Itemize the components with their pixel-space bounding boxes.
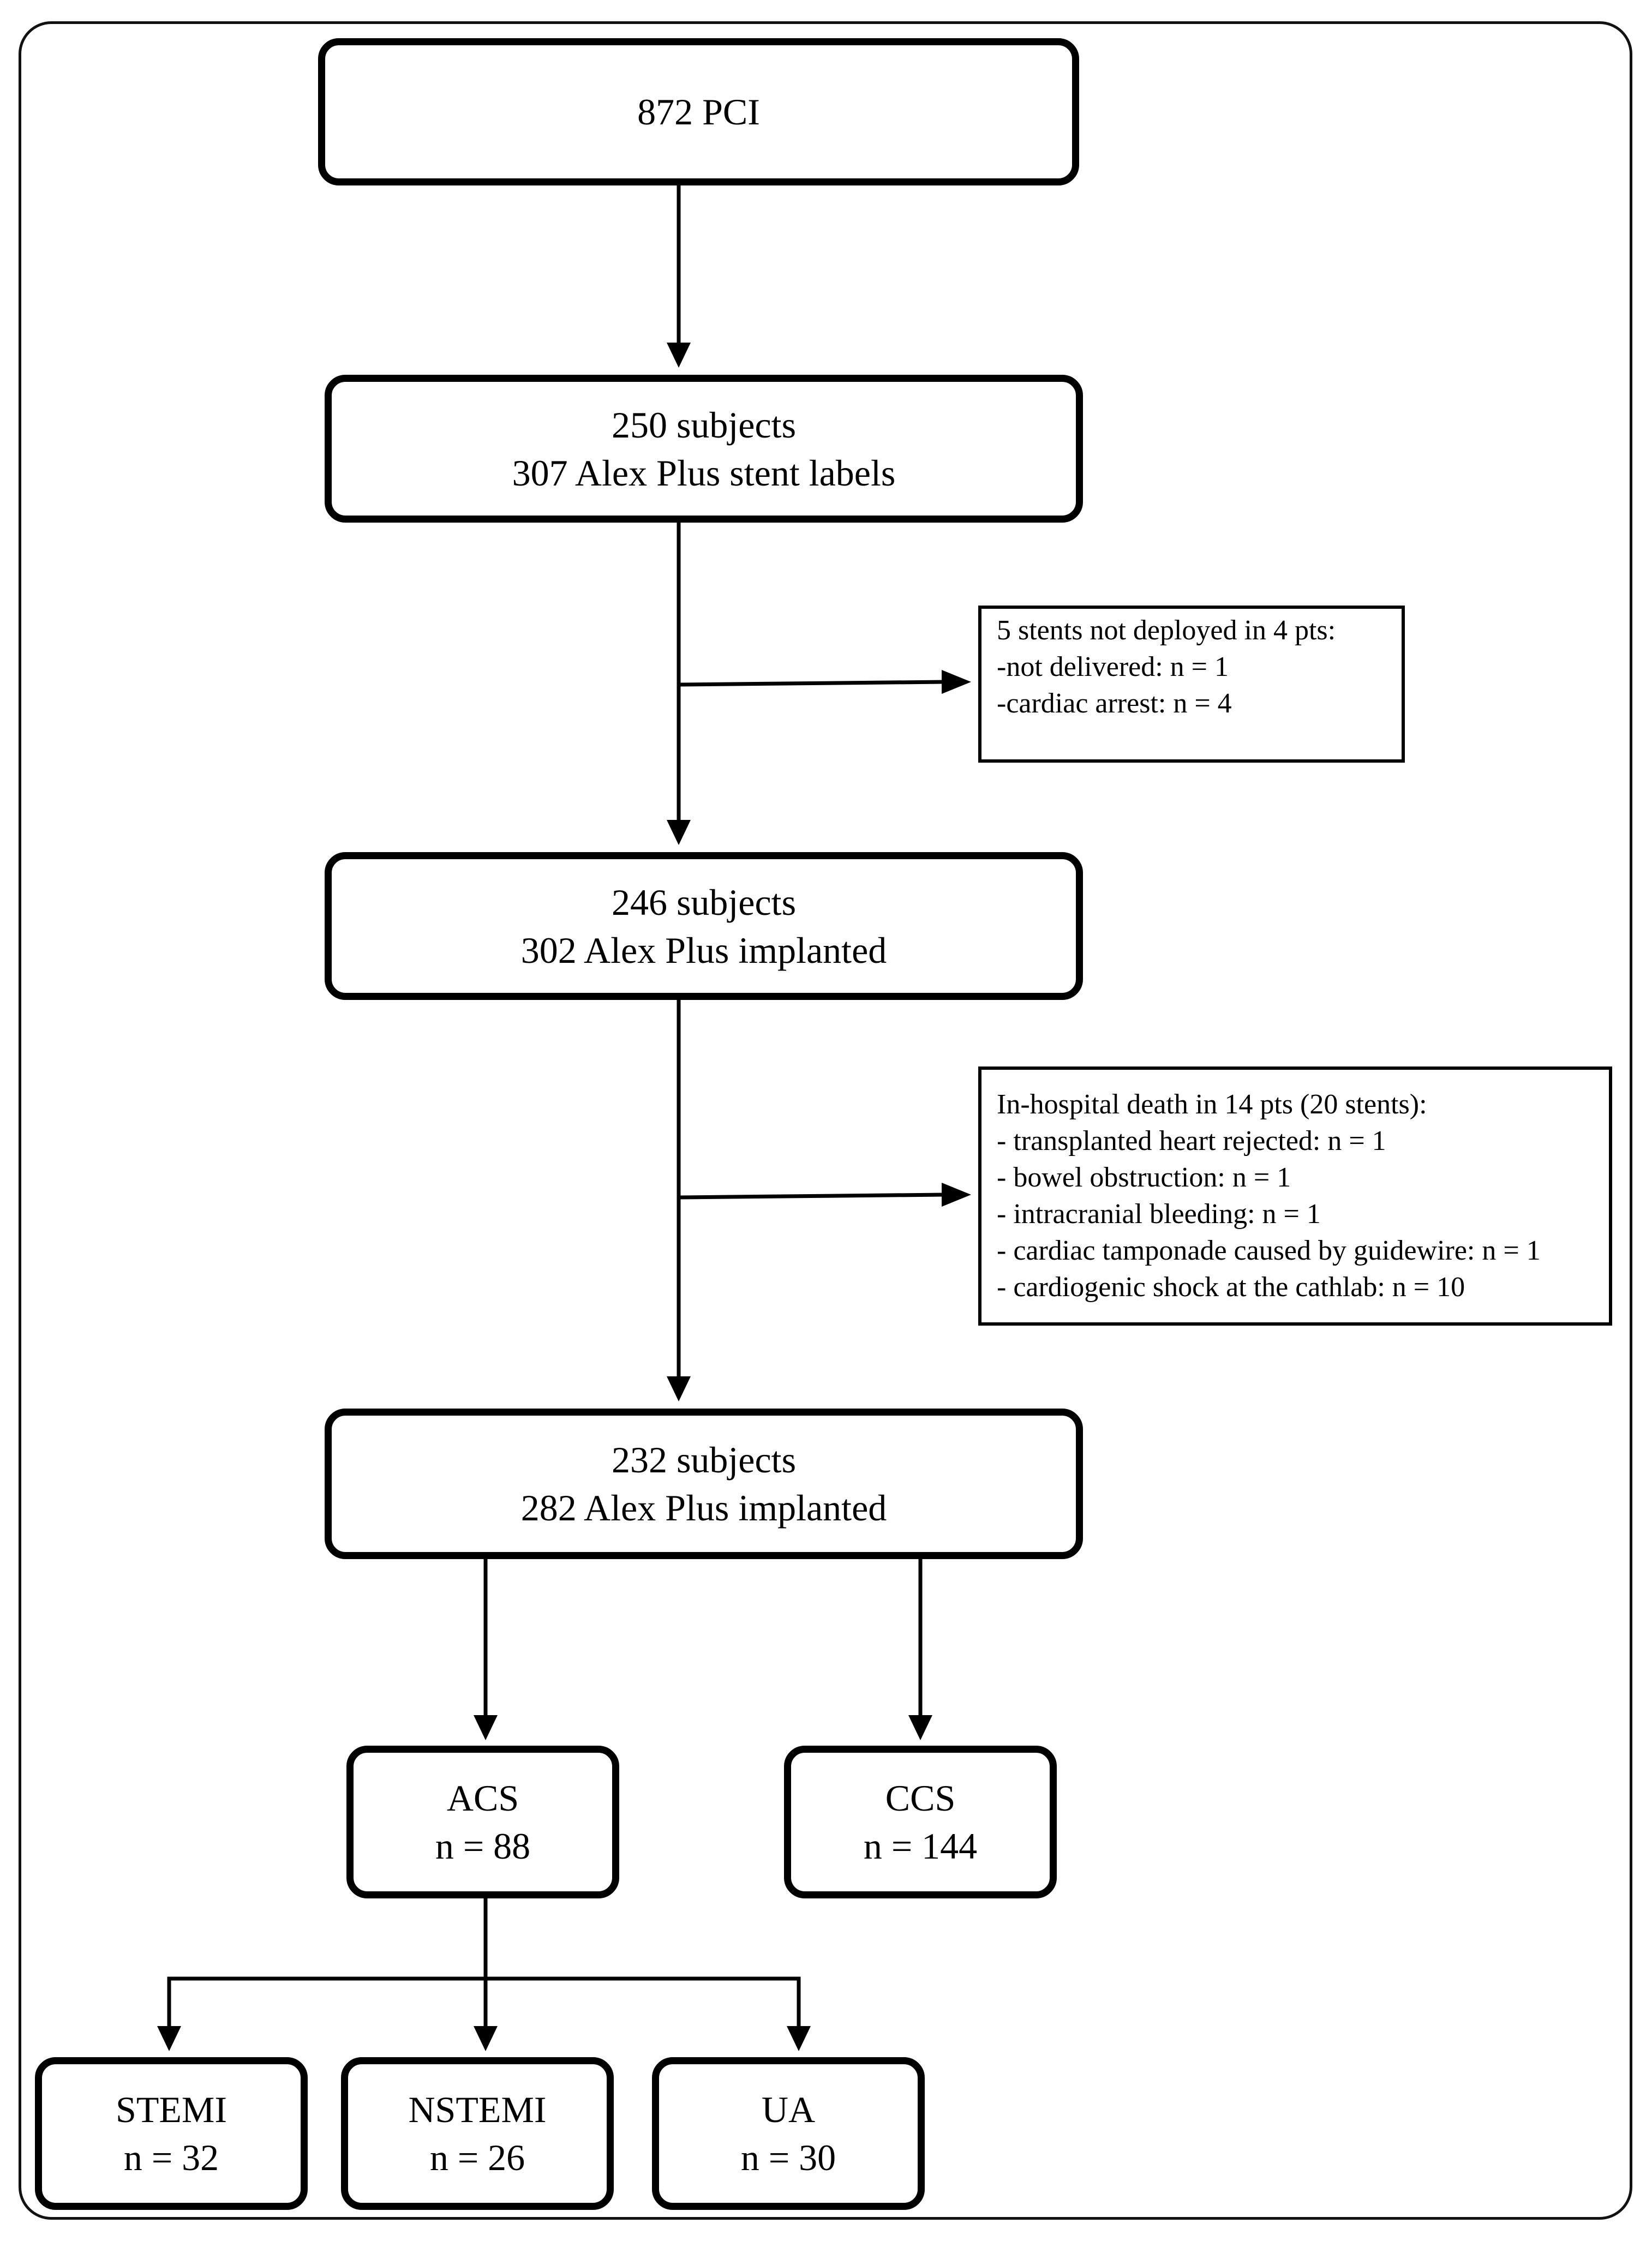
final-subjects: 232 subjects bbox=[611, 1439, 797, 1481]
arrowhead-acs bbox=[474, 1715, 498, 1740]
implanted-subjects: 246 subjects bbox=[611, 881, 797, 923]
box-in-hospital-death: In-hospital death in 14 pts (20 stents):… bbox=[978, 1066, 1612, 1326]
not-deployed-item: -not delivered: n = 1 bbox=[997, 651, 1229, 682]
box-final: 232 subjects 282 Alex Plus implanted bbox=[325, 1409, 1083, 1559]
arrowhead-implanted bbox=[667, 820, 691, 845]
stemi-count: n = 32 bbox=[123, 2137, 219, 2178]
death-item: - cardiogenic shock at the cathlab: n = … bbox=[997, 1272, 1465, 1303]
arrow-acs-to-ua bbox=[486, 1976, 801, 2029]
stemi-label: STEMI bbox=[116, 2089, 227, 2130]
nstemi-count: n = 26 bbox=[429, 2137, 525, 2178]
arrowhead-ccs bbox=[908, 1715, 932, 1740]
box-pci: 872 PCI bbox=[318, 38, 1079, 185]
arrowhead-ua bbox=[787, 2026, 811, 2051]
box-acs: ACS n = 88 bbox=[346, 1746, 619, 1898]
arrowhead-enrolled bbox=[667, 343, 691, 368]
arrowhead-final bbox=[667, 1376, 691, 1401]
acs-count: n = 88 bbox=[435, 1825, 531, 1867]
death-item: - intracranial bleeding: n = 1 bbox=[997, 1199, 1321, 1230]
arrow-to-not-deployed bbox=[678, 680, 944, 687]
final-stents: 282 Alex Plus implanted bbox=[520, 1487, 887, 1529]
box-not-deployed: 5 stents not deployed in 4 pts: -not del… bbox=[978, 606, 1405, 763]
arrowhead-not-deployed bbox=[942, 670, 971, 694]
death-item: - cardiac tamponade caused by guidewire:… bbox=[997, 1235, 1541, 1266]
not-deployed-item: -cardiac arrest: n = 4 bbox=[997, 688, 1232, 719]
death-title: In-hospital death in 14 pts (20 stents): bbox=[997, 1089, 1427, 1120]
enrolled-stent-labels: 307 Alex Plus stent labels bbox=[512, 452, 896, 494]
arrowhead-nstemi bbox=[474, 2026, 498, 2051]
not-deployed-title: 5 stents not deployed in 4 pts: bbox=[997, 615, 1336, 646]
death-item: - transplanted heart rejected: n = 1 bbox=[997, 1125, 1386, 1157]
figure-frame bbox=[19, 21, 1632, 2220]
implanted-stents: 302 Alex Plus implanted bbox=[520, 929, 887, 971]
arrow-to-in-hospital-death bbox=[678, 1193, 944, 1200]
box-stemi: STEMI n = 32 bbox=[35, 2057, 308, 2210]
box-enrolled: 250 subjects 307 Alex Plus stent labels bbox=[325, 375, 1083, 523]
ua-count: n = 30 bbox=[740, 2137, 836, 2178]
ua-label: UA bbox=[761, 2089, 816, 2130]
box-nstemi: NSTEMI n = 26 bbox=[341, 2057, 614, 2210]
arrowhead-in-hospital-death bbox=[942, 1183, 971, 1207]
acs-label: ACS bbox=[446, 1777, 519, 1819]
death-item: - bowel obstruction: n = 1 bbox=[997, 1162, 1291, 1193]
box-implanted: 246 subjects 302 Alex Plus implanted bbox=[325, 852, 1083, 1000]
box-ua: UA n = 30 bbox=[652, 2057, 925, 2210]
arrow-acs-to-stemi bbox=[167, 1976, 486, 2029]
enrolled-subjects: 250 subjects bbox=[611, 404, 797, 446]
ccs-count: n = 144 bbox=[863, 1825, 978, 1867]
ccs-label: CCS bbox=[885, 1777, 956, 1819]
box-ccs: CCS n = 144 bbox=[784, 1746, 1057, 1898]
nstemi-label: NSTEMI bbox=[408, 2089, 547, 2130]
arrowhead-stemi bbox=[157, 2026, 181, 2051]
pci-count: 872 PCI bbox=[637, 91, 760, 133]
